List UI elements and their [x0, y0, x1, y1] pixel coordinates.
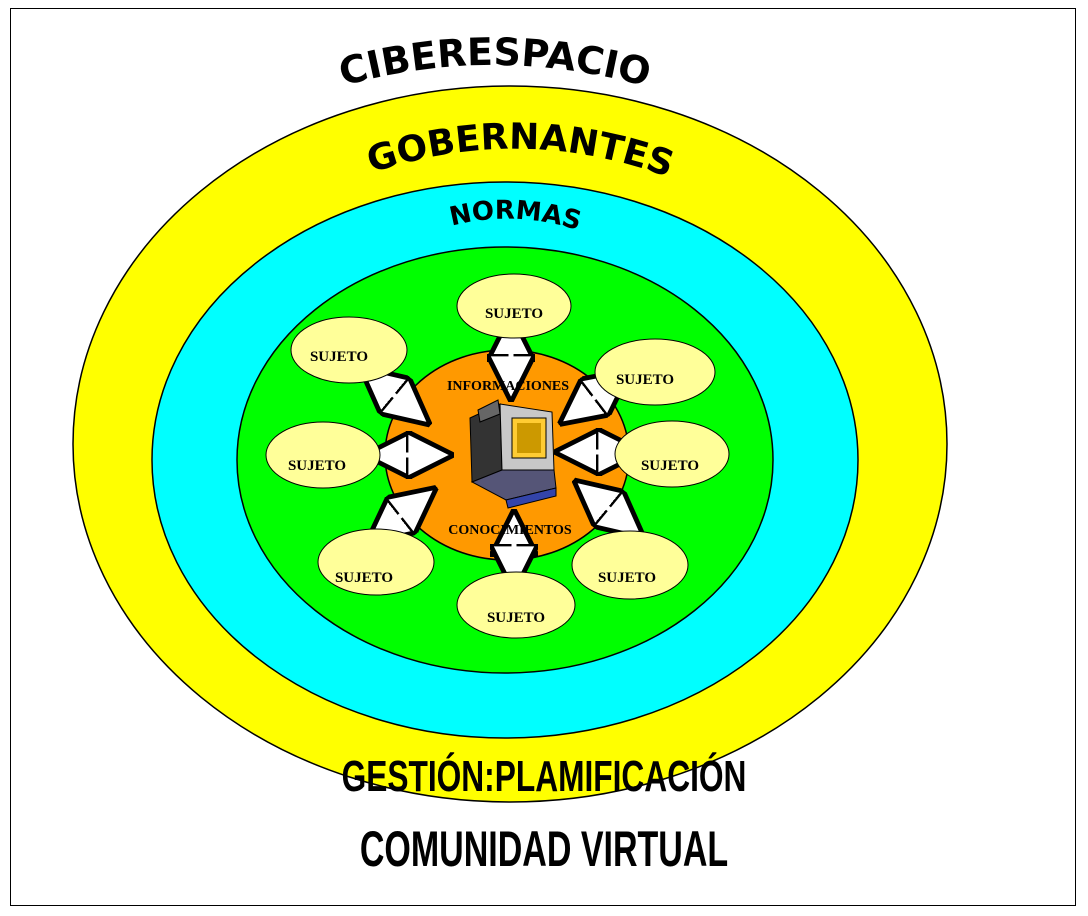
gestion-planificacion-label: GESTIÓN:PLAMIFICACIÓN [341, 752, 747, 801]
sujeto-node: SUJETO [594, 338, 716, 406]
sujeto-node: SUJETO [290, 316, 408, 384]
svg-text:SUJETO: SUJETO [616, 372, 674, 388]
svg-text:SUJETO: SUJETO [288, 458, 346, 474]
computer-terminal-icon [469, 399, 557, 509]
svg-text:SUJETO: SUJETO [485, 306, 543, 322]
sujeto-node: SUJETO [456, 273, 572, 339]
conocimientos-label: CONOCIMIENTOS [448, 523, 572, 538]
svg-text:SUJETO: SUJETO [335, 570, 393, 586]
comunidad-virtual-label: COMUNIDAD VIRTUAL [359, 821, 729, 877]
svg-text:SUJETO: SUJETO [310, 349, 368, 365]
connector-arrows-fill [381, 344, 623, 562]
sujeto-node: SUJETO [456, 571, 576, 639]
sujeto-node: SUJETO [317, 528, 435, 596]
svg-text:SUJETO: SUJETO [598, 570, 656, 586]
svg-text:SUJETO: SUJETO [487, 610, 545, 626]
sujeto-node: SUJETO [571, 530, 689, 600]
informaciones-label: INFORMACIONES [447, 379, 569, 394]
ciberespacio-label: CIBERESPACIO [334, 30, 655, 95]
svg-text:SUJETO: SUJETO [641, 458, 699, 474]
sujeto-node: SUJETO [614, 420, 730, 488]
sujeto-node: SUJETO [265, 421, 381, 489]
